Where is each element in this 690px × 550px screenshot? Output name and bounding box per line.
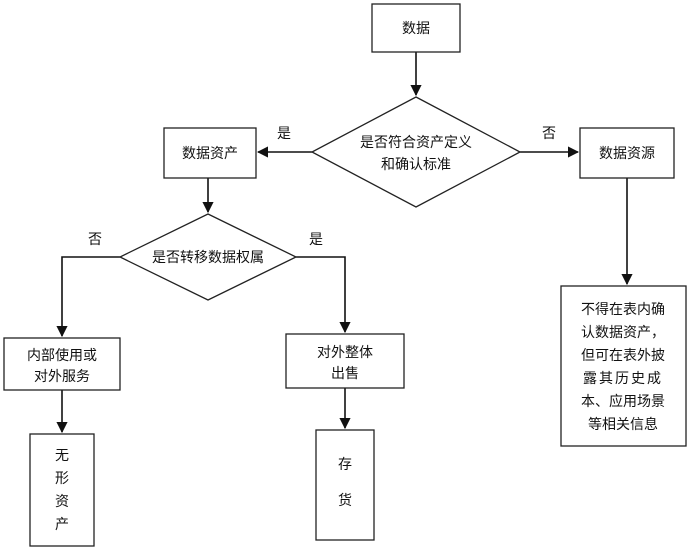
edge-label-transfer-yes: 是 (309, 232, 323, 248)
node-disclosure-line-2: 认数据资产， (581, 325, 665, 341)
arrow-transfer-to-internal (56, 256, 120, 338)
node-inventory: 存 货 (315, 429, 375, 541)
node-external-line2: 出售 (331, 366, 359, 382)
node-disclosure-line-5: 本、应用场景 (581, 393, 665, 410)
node-internal-line2: 对外服务 (34, 369, 90, 385)
decision-transfer-label: 是否转移数据权属 (152, 250, 264, 266)
node-disclosure-line-1: 不得在表内确 (581, 301, 665, 318)
node-intangible-char-4: 产 (55, 517, 69, 533)
node-disclosure-line-6: 等相关信息 (588, 416, 658, 433)
node-data-asset-label: 数据资产 (182, 146, 238, 162)
node-intangible-char-3: 资 (55, 494, 69, 510)
node-data-asset: 数据资产 (163, 127, 257, 179)
node-intangible-char-1: 无 (55, 448, 69, 464)
edge-label-asset-yes: 是 (277, 126, 291, 142)
node-data-label: 数据 (402, 21, 430, 37)
node-external-sale: 对外整体 出售 (285, 333, 405, 389)
node-data-resource-label: 数据资源 (599, 146, 655, 162)
node-inventory-char-2: 货 (338, 492, 352, 509)
node-inventory-char-1: 存 (338, 457, 352, 473)
node-intangible-char-2: 形 (55, 471, 69, 487)
decision-transfer-rights: 是否转移数据权属 (118, 213, 298, 301)
node-disclosure: 不得在表内确 认数据资产， 但可在表外披 露其历史成 本、应用场景 等相关信息 (560, 285, 687, 447)
edge-label-asset-no: 否 (542, 126, 556, 142)
node-data: 数据 (371, 3, 461, 53)
node-internal-use: 内部使用或 对外服务 (3, 337, 121, 391)
node-external-line1: 对外整体 (317, 345, 373, 361)
arrow-transfer-to-external (296, 256, 351, 334)
decision-asset-line1: 是否符合资产定义 (360, 135, 472, 151)
node-disclosure-line-4: 露其历史成 (583, 371, 663, 387)
edge-labels: 是 否 否 是 (88, 126, 556, 248)
decision-asset-line2: 和确认标准 (381, 157, 451, 173)
connectors (56, 52, 633, 434)
edge-label-transfer-no: 否 (88, 232, 102, 248)
node-data-resource: 数据资源 (579, 127, 675, 179)
node-intangible-asset: 无 形 资 产 (29, 433, 95, 547)
decision-asset-definition: 是否符合资产定义 和确认标准 (310, 96, 522, 208)
node-disclosure-line-3: 但可在表外披 (581, 348, 665, 364)
node-internal-line1: 内部使用或 (27, 347, 97, 364)
